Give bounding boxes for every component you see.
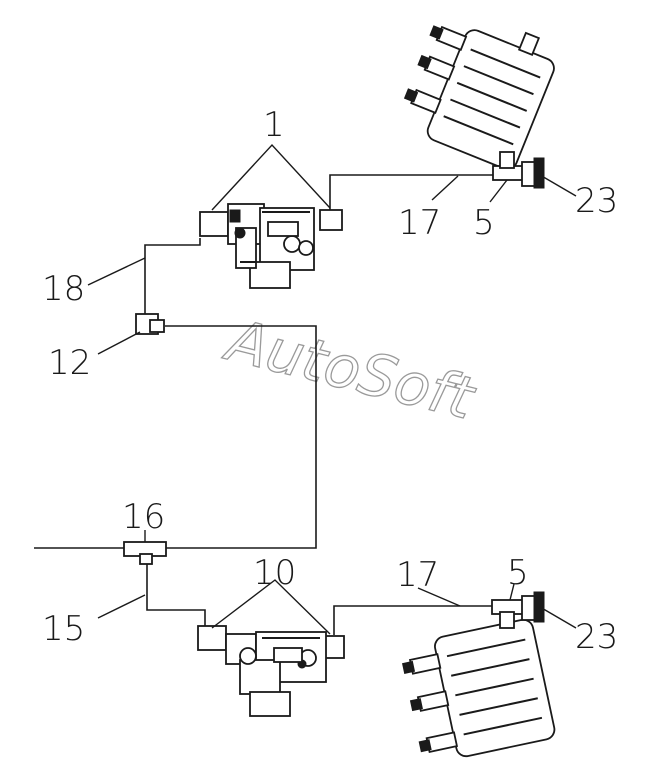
pipe-18 xyxy=(144,238,201,322)
callout-18: 18 xyxy=(42,269,85,309)
brake-valve-10 xyxy=(197,625,345,717)
callout-23-bottom: 23 xyxy=(575,617,618,657)
brake-chamber-bottom xyxy=(402,618,556,758)
leader-lines xyxy=(87,143,577,635)
callout-10: 10 xyxy=(253,553,296,593)
pipe-network xyxy=(34,174,500,635)
pipe-17-top xyxy=(329,174,500,210)
callout-5-bottom: 5 xyxy=(507,553,529,593)
callout-5-top: 5 xyxy=(473,203,495,243)
pipe-17-bottom xyxy=(333,605,495,635)
fitting-23-top xyxy=(521,157,545,189)
watermark: AutoSoft xyxy=(217,305,482,433)
callout-17-top: 17 xyxy=(398,203,441,243)
fitting-23-bottom xyxy=(521,591,545,623)
callout-labels: 1 23 17 5 18 12 16 10 17 5 15 23 xyxy=(42,105,618,657)
callout-16: 16 xyxy=(122,497,165,537)
callout-23-top: 23 xyxy=(575,181,618,221)
callout-12: 12 xyxy=(48,343,91,383)
pipe-15 xyxy=(146,560,206,630)
callout-1: 1 xyxy=(263,105,285,145)
callout-15: 15 xyxy=(42,609,85,649)
brake-valve-1 xyxy=(199,203,343,289)
tee-16 xyxy=(123,541,167,565)
callout-17-bottom: 17 xyxy=(396,555,439,595)
pipe-12-main xyxy=(165,325,317,549)
elbow-12 xyxy=(135,313,165,335)
brake-chamber-top xyxy=(403,25,555,171)
